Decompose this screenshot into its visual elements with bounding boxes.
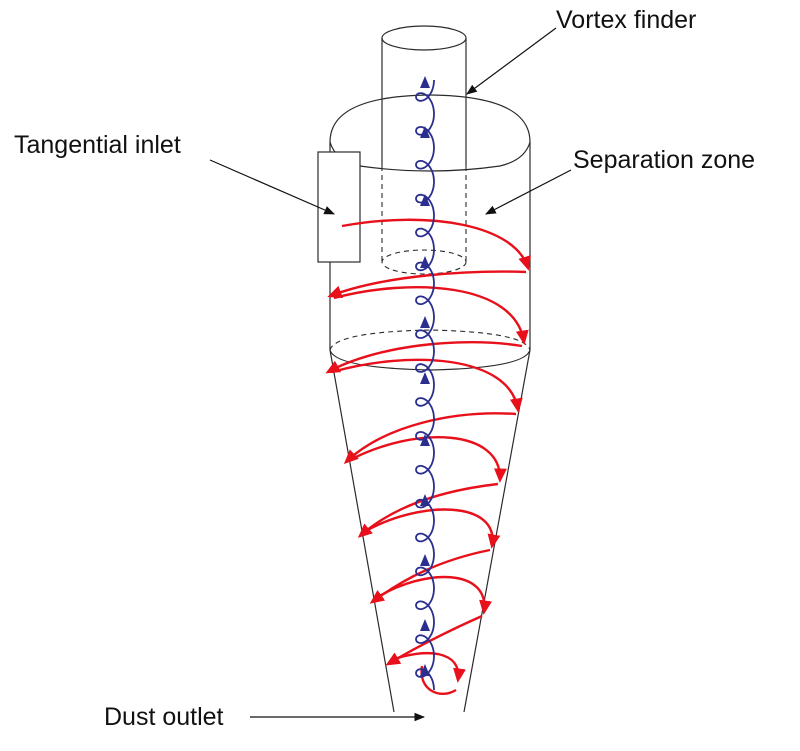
- outer-vortex-loop-6: [343, 412, 517, 464]
- inner-vortex-arrowhead: [420, 619, 430, 631]
- outer-vortex-loop-4: [325, 340, 523, 374]
- inner-vortex-arrowhead: [420, 554, 430, 566]
- inner-vortex-arrowhead: [420, 194, 430, 206]
- outer-vortex-loop-9: [363, 508, 501, 549]
- label-separation-zone: Separation zone: [573, 146, 755, 174]
- vortex-finder-top: [381, 25, 467, 51]
- inner-vortex: [415, 76, 435, 691]
- inner-vortex-arrows: [420, 76, 430, 676]
- vortex-finder-tube: [381, 25, 467, 275]
- label-pointers: [209, 27, 572, 722]
- vortex-finder-bottom: [381, 249, 467, 275]
- inner-vortex-helix: [415, 79, 435, 691]
- inner-vortex-arrowhead: [420, 76, 430, 88]
- outer-vortex-loop-2: [327, 270, 527, 298]
- cone-left-wall: [329, 349, 395, 713]
- inner-vortex-arrowhead: [420, 256, 430, 268]
- outer-vortex: [325, 218, 531, 695]
- inner-vortex-arrowhead: [420, 434, 430, 446]
- inner-vortex-arrowhead: [420, 372, 430, 384]
- outer-vortex-loop-5: [331, 358, 523, 413]
- pointer-separation-zone: [485, 169, 572, 215]
- inner-vortex-arrowhead: [420, 316, 430, 328]
- outer-vortex-loop-1: [341, 218, 531, 271]
- pointer-vortex-finder: [466, 27, 557, 95]
- label-tangential-inlet: Tangential inlet: [14, 131, 181, 159]
- inner-vortex-arrowhead: [420, 494, 430, 506]
- label-dust-outlet: Dust outlet: [104, 703, 224, 731]
- inner-vortex-arrowhead: [420, 664, 430, 676]
- outer-vortex-loop-7: [349, 436, 507, 483]
- cone-right-wall: [463, 349, 531, 713]
- outer-vortex-loop-13: [391, 651, 466, 683]
- tangential-inlet-box: [317, 151, 361, 263]
- inner-vortex-arrowhead: [420, 126, 430, 138]
- pointer-tangential-inlet: [209, 159, 335, 215]
- outer-vortex-loop-11: [375, 575, 492, 615]
- label-vortex-finder: Vortex finder: [556, 6, 696, 34]
- outer-vortex-loop-3: [333, 286, 529, 345]
